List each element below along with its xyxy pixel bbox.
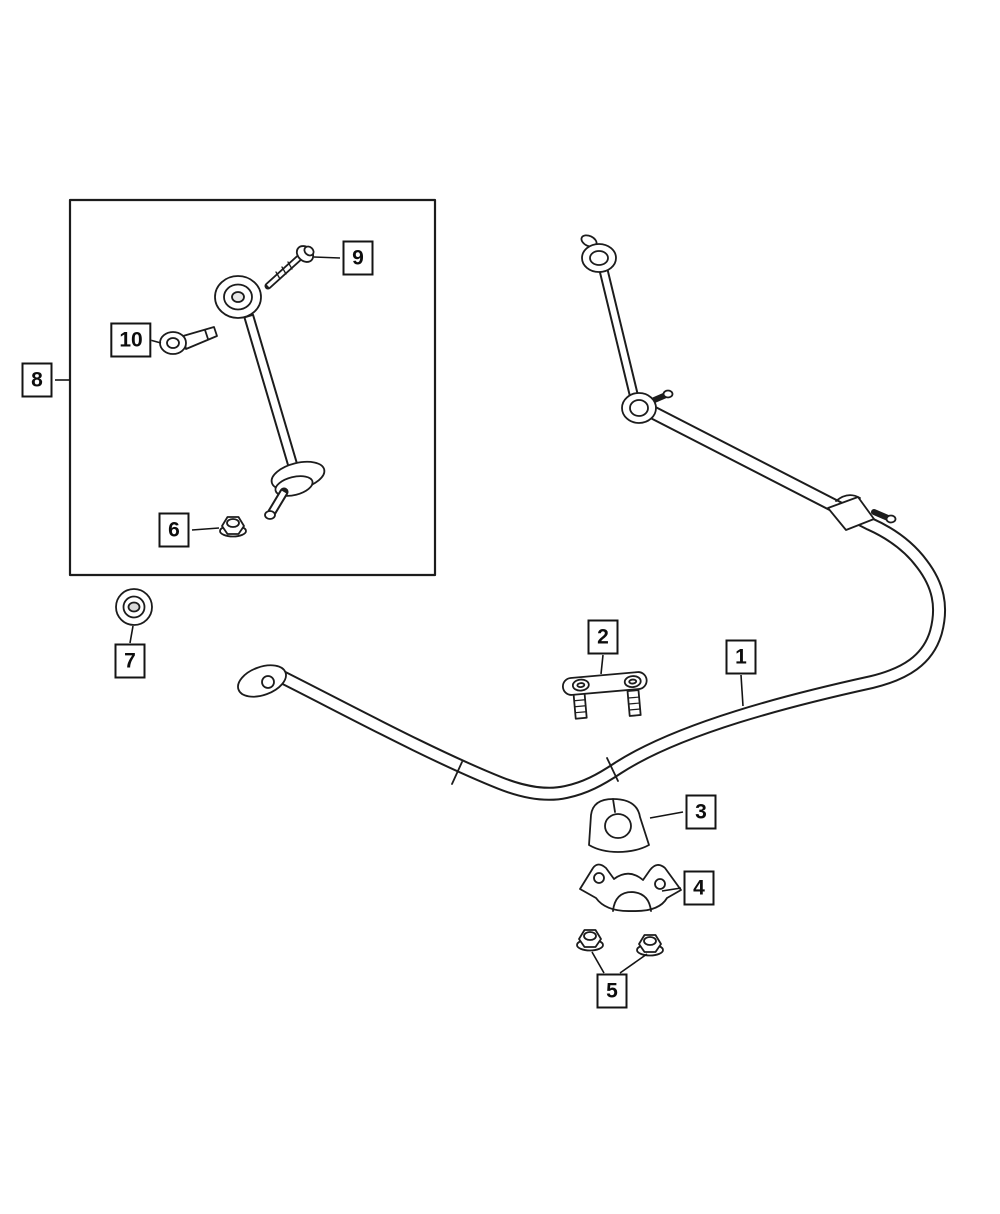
bracket-pin: [885, 514, 897, 524]
leader-line-2: [600, 654, 604, 675]
callout-5: 5: [596, 973, 628, 1009]
link-bottom-stud: [662, 389, 674, 399]
stabilizer-link-right-drawing: [580, 234, 674, 424]
bar-bend-mark: [451, 761, 463, 785]
callout-6: 6: [158, 512, 190, 548]
group-box-link-kit: [68, 198, 437, 577]
callout-10: 10: [110, 322, 152, 358]
leader-line-4: [661, 887, 682, 892]
callout-8: 8: [21, 362, 53, 398]
leader-line-5: [619, 953, 648, 974]
callout-9: 9: [342, 240, 374, 276]
leader-line-3: [649, 811, 684, 819]
leader-line-7: [129, 625, 134, 644]
bolt-drawing: [264, 245, 315, 290]
cushion-bracket-drawing: [579, 863, 682, 912]
bar-eye-end: [237, 664, 287, 698]
leader-line-6: [191, 527, 220, 531]
retainer-clip-drawing: [159, 326, 218, 355]
leader-line-1: [740, 674, 744, 707]
leader-line-5: [591, 951, 605, 974]
leader-line-9: [313, 256, 341, 259]
callout-7: 7: [114, 643, 146, 679]
callout-4: 4: [683, 870, 715, 906]
stud-plate-drawing: [562, 671, 648, 720]
bar-cushion-drawing: [588, 798, 650, 853]
nut-drawing: [219, 516, 247, 538]
callout-2: 2: [587, 619, 619, 655]
flange-nuts-drawing: [576, 929, 664, 957]
stabilizer-link-left-drawing: [214, 275, 326, 520]
bar-bend-mark: [606, 757, 619, 782]
callout-1: 1: [725, 639, 757, 675]
small-bushing-drawing: [115, 588, 153, 626]
leader-lines: [55, 256, 744, 974]
leader-line-10: [149, 339, 162, 344]
callout-3: 3: [685, 794, 717, 830]
link-left-stud-tip: [264, 510, 276, 520]
bar-bracket-right-drawing: [827, 494, 897, 531]
stabilizer-bar-drawing: [237, 405, 947, 801]
